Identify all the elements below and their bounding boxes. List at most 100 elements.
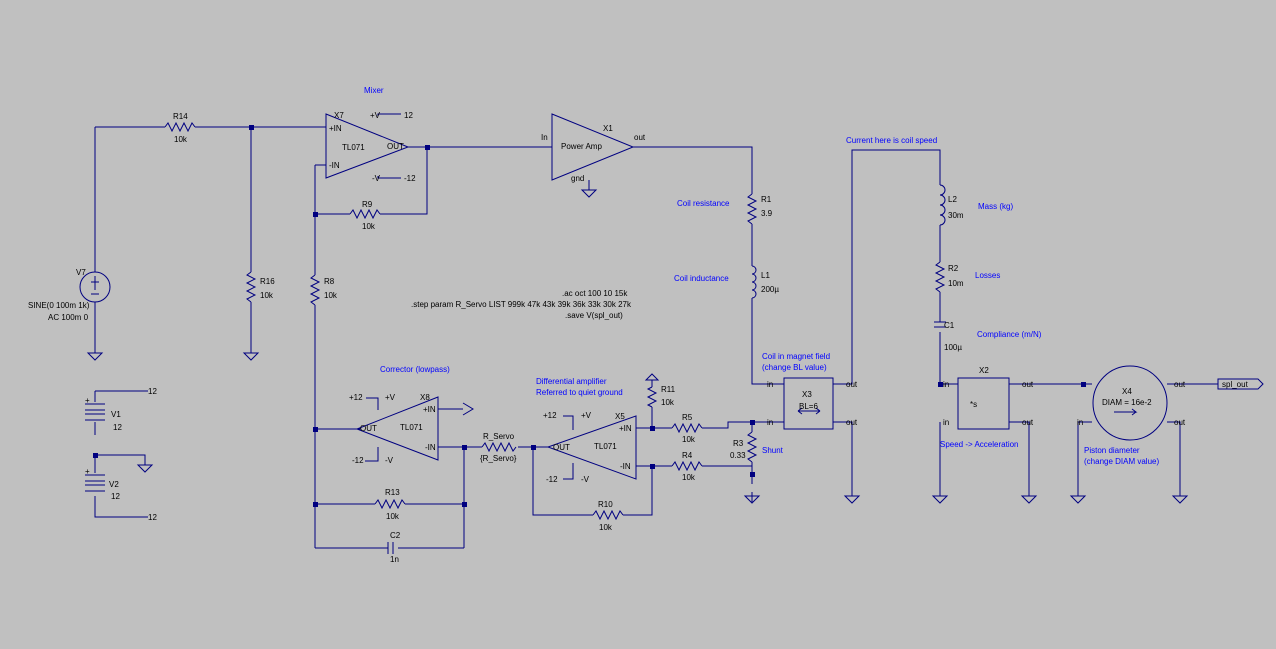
quiet-ground-icon bbox=[462, 402, 474, 416]
x5-out: OUT bbox=[553, 443, 570, 452]
wire bbox=[1077, 421, 1092, 496]
c2-value: 1n bbox=[390, 555, 399, 564]
junctions bbox=[93, 125, 1086, 507]
resistor-r-servo bbox=[481, 441, 517, 453]
r2-ref: R2 bbox=[948, 264, 959, 273]
comment-change-diam: (change DIAM value) bbox=[1084, 457, 1159, 466]
r10-value: 10k bbox=[599, 523, 613, 532]
r10-ref: R10 bbox=[598, 500, 613, 509]
comment-change-bl: (change BL value) bbox=[762, 363, 827, 372]
wire bbox=[633, 146, 784, 385]
r8-ref: R8 bbox=[324, 277, 335, 286]
x4-in: in bbox=[1077, 418, 1083, 427]
x5-vminus: -V bbox=[581, 475, 590, 484]
junction bbox=[650, 426, 655, 431]
power-amp-ref: X1 bbox=[603, 124, 613, 133]
wire bbox=[377, 113, 401, 179]
power-amp-name: Power Amp bbox=[561, 142, 602, 151]
resistor-r16 bbox=[245, 271, 257, 303]
r13-ref: R13 bbox=[385, 488, 400, 497]
x2-expr: *s bbox=[970, 400, 977, 409]
x5-vplus: +V bbox=[581, 411, 592, 420]
v7-line2: AC 100m 0 bbox=[48, 313, 89, 322]
x7-model: TL071 bbox=[342, 143, 365, 152]
battery-v2-icon bbox=[85, 474, 105, 492]
directive-step: .step param R_Servo LIST 999k 47k 43k 39… bbox=[411, 300, 632, 309]
x2-ref: X2 bbox=[979, 366, 989, 375]
ground-icon bbox=[1171, 495, 1189, 504]
wire bbox=[94, 390, 148, 518]
x7-vminus: -V bbox=[372, 174, 381, 183]
r14-ref: R14 bbox=[173, 112, 188, 121]
junction bbox=[93, 453, 98, 458]
wire bbox=[1009, 421, 1030, 496]
opamp-symbols bbox=[325, 113, 637, 480]
x7-pos-in: +IN bbox=[329, 124, 342, 133]
junction bbox=[249, 125, 254, 130]
comment-quiet-ground: Referred to quiet ground bbox=[536, 388, 623, 397]
wire bbox=[833, 149, 941, 385]
resistor-r1 bbox=[746, 193, 758, 225]
sine-source-icon bbox=[79, 271, 111, 303]
r-servo-value: {R_Servo} bbox=[480, 454, 517, 463]
resistor-r13 bbox=[374, 498, 406, 510]
ground-icon bbox=[743, 495, 761, 504]
junction bbox=[750, 420, 755, 425]
junction bbox=[1081, 382, 1086, 387]
comment-coil-speed: Current here is coil speed bbox=[846, 136, 937, 145]
comment-mixer: Mixer bbox=[364, 86, 384, 95]
ground-icon bbox=[843, 495, 861, 504]
power-amp-symbol bbox=[551, 113, 635, 181]
ground-icon bbox=[242, 352, 260, 361]
v2-value: 12 bbox=[111, 492, 120, 501]
x5-model: TL071 bbox=[594, 442, 617, 451]
wire bbox=[833, 421, 853, 496]
inductor-l1 bbox=[751, 265, 757, 299]
x2-out1: out bbox=[1022, 380, 1034, 389]
l1-ref: L1 bbox=[761, 271, 770, 280]
ground-icon bbox=[136, 464, 154, 473]
polarity-plus: + bbox=[85, 396, 90, 405]
directive-ac: .ac oct 100 10 15k bbox=[562, 289, 628, 298]
wire bbox=[1167, 421, 1181, 496]
v7-ref: V7 bbox=[76, 268, 86, 277]
r5-ref: R5 bbox=[682, 413, 693, 422]
x7-vplus: +V bbox=[370, 111, 381, 120]
x2-in2: in bbox=[943, 418, 949, 427]
resistor-r14 bbox=[164, 121, 196, 133]
x5-pos-in: +IN bbox=[619, 424, 632, 433]
resistor-r9 bbox=[349, 208, 381, 220]
r1-value: 3.9 bbox=[761, 209, 773, 218]
r3-ref: R3 bbox=[733, 439, 744, 448]
netlabel-box bbox=[1217, 378, 1264, 390]
r-servo-ref: R_Servo bbox=[483, 432, 515, 441]
ground-icon bbox=[1020, 495, 1038, 504]
wire bbox=[563, 415, 574, 480]
x4-param: DIAM = 16e-2 bbox=[1102, 398, 1152, 407]
netlabel-spl-out: spl_out bbox=[1222, 380, 1249, 389]
c1-value: 100µ bbox=[944, 343, 962, 352]
x8-pos-in: +IN bbox=[423, 405, 436, 414]
r3-value: 0.33 bbox=[730, 451, 746, 460]
ground-icon bbox=[86, 352, 104, 361]
wire bbox=[365, 397, 379, 462]
x7-vplus-supply: 12 bbox=[404, 111, 413, 120]
arrow-right-icon bbox=[1114, 408, 1138, 416]
block-x2 bbox=[957, 377, 1010, 430]
r16-ref: R16 bbox=[260, 277, 275, 286]
r14-value: 10k bbox=[174, 135, 188, 144]
grounds bbox=[86, 189, 1189, 504]
r9-value: 10k bbox=[362, 222, 376, 231]
resistor-r8 bbox=[309, 274, 321, 306]
v2-net: 12 bbox=[148, 513, 157, 522]
junction bbox=[750, 472, 755, 477]
x8-vplus: +V bbox=[385, 393, 396, 402]
inductor-l2 bbox=[939, 184, 946, 226]
comment-losses: Losses bbox=[975, 271, 1000, 280]
wire bbox=[939, 225, 958, 385]
wire bbox=[315, 447, 465, 549]
junction bbox=[650, 464, 655, 469]
l2-ref: L2 bbox=[948, 195, 957, 204]
x5-ref: X5 bbox=[615, 412, 625, 421]
